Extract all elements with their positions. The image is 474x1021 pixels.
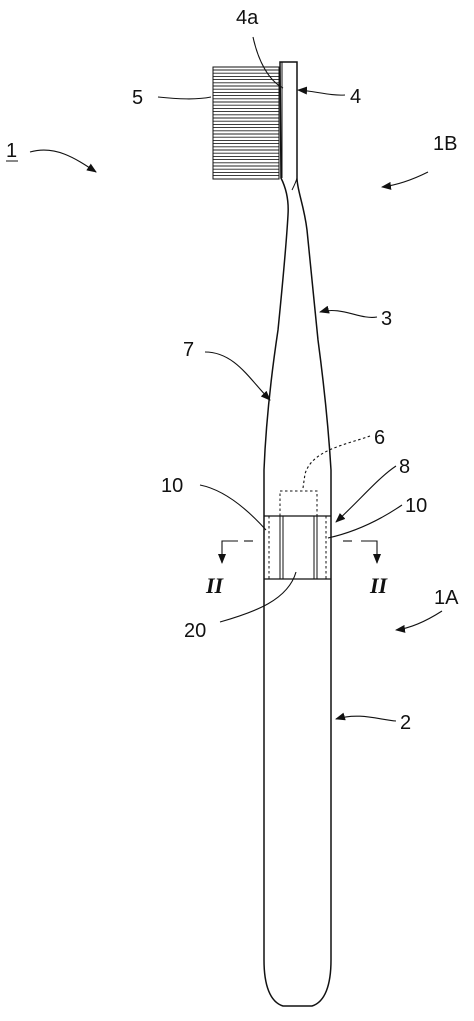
section-mark-left xyxy=(218,540,238,564)
ref-label-6: 6 xyxy=(374,427,385,449)
ref-label-5: 5 xyxy=(132,87,143,109)
hidden-part-6 xyxy=(279,490,318,516)
leader-10-left xyxy=(199,484,267,531)
ref-label-7: 7 xyxy=(183,339,194,361)
section-mark-right xyxy=(361,540,381,564)
toothbrush-head-neck xyxy=(263,61,332,1007)
leader-1A xyxy=(395,610,443,633)
bristle-outline xyxy=(212,66,280,180)
leader-4a xyxy=(252,36,284,89)
leader-7 xyxy=(204,351,271,401)
coupling-member-20 xyxy=(279,515,318,580)
leader-5 xyxy=(157,96,212,100)
ref-label-1: 1 xyxy=(6,140,17,162)
ref-label-10-left: 10 xyxy=(161,475,183,497)
neck-center-line xyxy=(291,177,298,191)
leader-20 xyxy=(219,571,297,623)
ref-label-8: 8 xyxy=(399,456,410,478)
section-label-right: II xyxy=(369,573,389,598)
leader-3 xyxy=(319,305,378,318)
bristle-tuft xyxy=(213,69,279,177)
ref-label-4a: 4a xyxy=(236,7,259,29)
ref-label-1B: 1B xyxy=(433,133,457,155)
leader-8 xyxy=(335,465,397,523)
leader-10-right xyxy=(327,504,403,539)
ref-label-2: 2 xyxy=(400,712,411,734)
ref-label-4: 4 xyxy=(350,86,361,108)
section-label-left: II xyxy=(205,573,225,598)
ref-label-3: 3 xyxy=(381,308,392,330)
leader-4 xyxy=(297,86,346,96)
ref-label-20: 20 xyxy=(184,620,206,642)
ref-label-10-right: 10 xyxy=(405,495,427,517)
leader-1 xyxy=(29,149,97,173)
leader-1B xyxy=(381,171,429,190)
leader-2 xyxy=(335,712,397,722)
leader-6 xyxy=(302,435,371,489)
ref-label-1A: 1A xyxy=(434,587,459,609)
